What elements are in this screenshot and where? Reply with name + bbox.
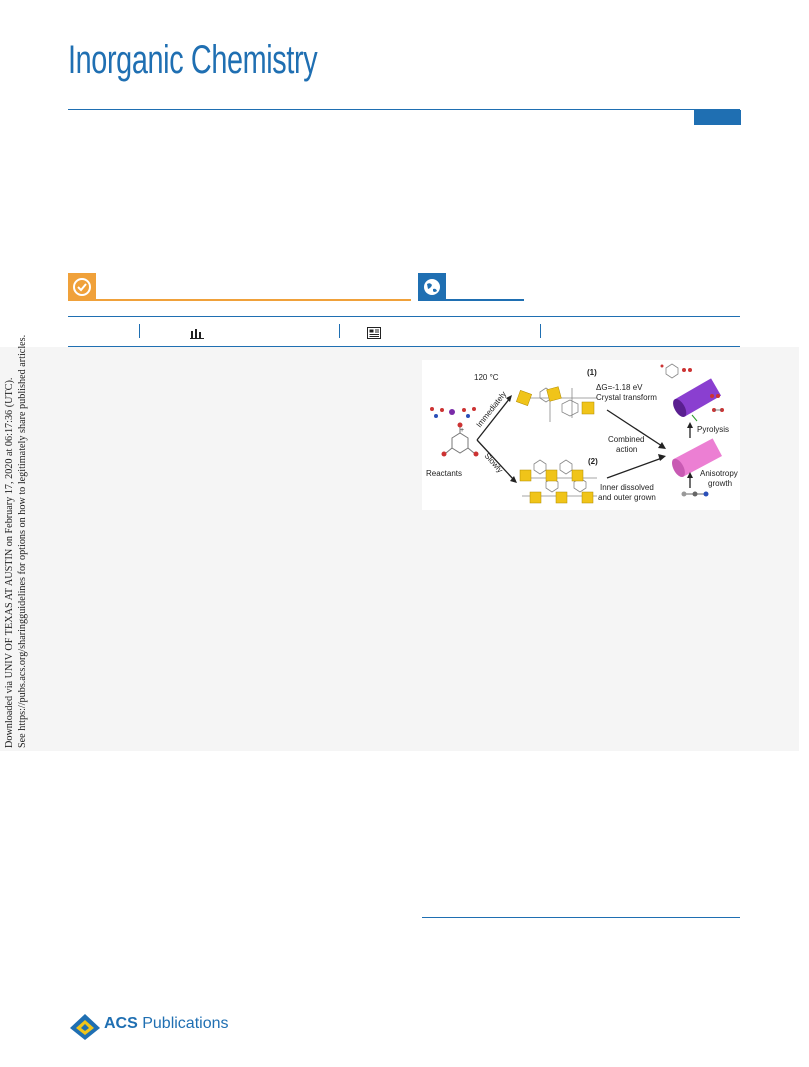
- download-note-line2: See https://pubs.acs.org/sharingguidelin…: [16, 334, 28, 748]
- temperature-label: 120 °C: [474, 373, 499, 382]
- metrics-separator: [139, 324, 140, 338]
- inner-dissolved-label: Inner dissolved: [600, 483, 654, 492]
- slowly-label: Slowly: [483, 451, 505, 474]
- svg-text:+: +: [460, 427, 464, 434]
- download-note: Downloaded via UNIV OF TEXAS AT AUSTIN o…: [4, 308, 29, 748]
- combined-label: Combined: [608, 435, 644, 444]
- open-access-rule: [68, 299, 411, 301]
- growth-label: growth: [708, 479, 732, 488]
- crystal-2-label: (2): [588, 457, 598, 466]
- newspaper-icon[interactable]: [367, 326, 381, 344]
- publisher-name: ACS Publications: [104, 1015, 229, 1033]
- pyrolysis-label: Pyrolysis: [697, 425, 729, 434]
- reactants-label: Reactants: [426, 469, 462, 478]
- metrics-separator: [540, 324, 541, 338]
- header-tab: [694, 110, 741, 125]
- crystal-1-label: (1): [587, 368, 597, 377]
- immediately-label: Immediately: [474, 390, 508, 430]
- publisher-name-rest: Publications: [137, 1015, 229, 1032]
- metrics-separator: [339, 324, 340, 338]
- check-circle-icon[interactable]: [68, 273, 96, 301]
- energy-label: ΔG=-1.18 eV: [596, 383, 643, 392]
- anisotropy-label: Anisotropy: [700, 469, 738, 478]
- action-label: action: [616, 445, 637, 454]
- crystal-transform-label: Crystal transform: [596, 393, 657, 402]
- bar-chart-icon[interactable]: [190, 326, 204, 344]
- outer-grown-label: and outer grown: [598, 493, 656, 502]
- download-note-line1: Downloaded via UNIV OF TEXAS AT AUSTIN o…: [4, 377, 15, 748]
- journal-title: Inorganic Chemistry: [68, 38, 318, 82]
- metrics-bottom-rule: [68, 346, 740, 347]
- globe-rule: [418, 299, 524, 301]
- footnote-rule: [422, 917, 740, 918]
- publisher-name-bold: ACS: [104, 1015, 138, 1032]
- acs-logo-icon: [68, 1012, 102, 1047]
- globe-icon[interactable]: [418, 273, 446, 301]
- metrics-top-rule: [68, 316, 740, 317]
- toc-graphic: + Reactants 120 °C Immediately Slowly (1…: [422, 360, 740, 510]
- header-rule: [68, 109, 740, 110]
